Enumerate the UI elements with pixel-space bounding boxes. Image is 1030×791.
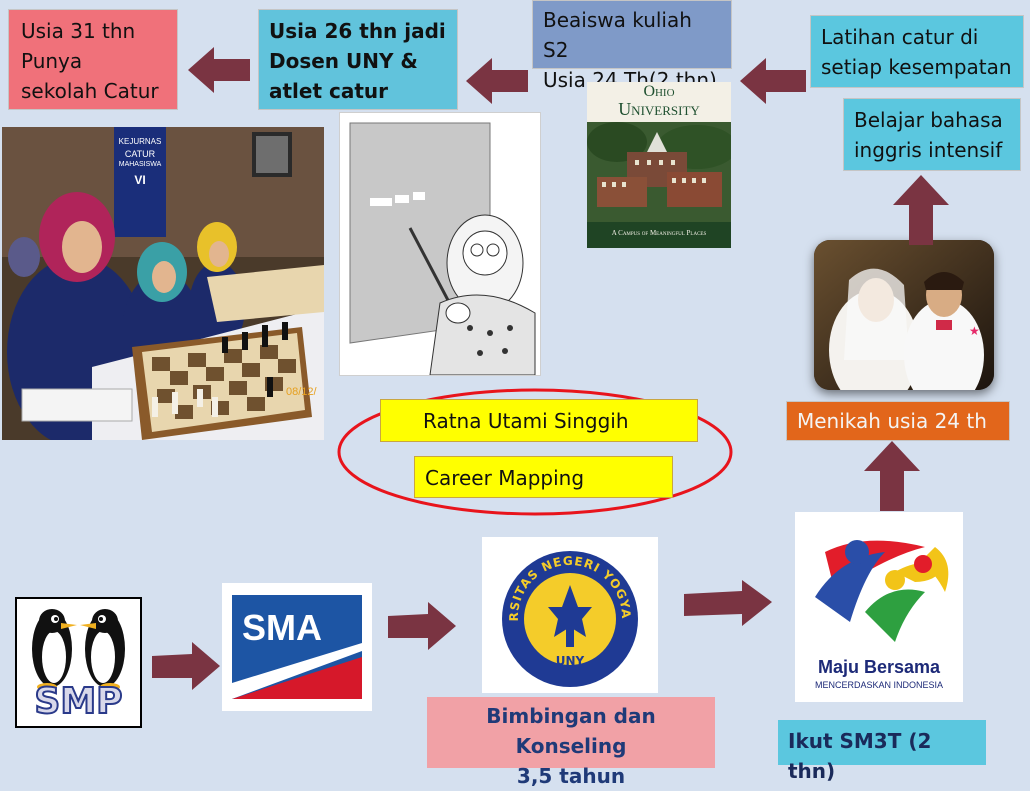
arrow-right-icon [152, 642, 220, 690]
box-married: Menikah usia 24 th [786, 401, 1010, 441]
box-age-31: Usia 31 thn Punya sekolah Catur [8, 9, 178, 110]
banner-line-2: CATUR [124, 149, 156, 159]
uny-emblem-text: UNY [556, 654, 585, 668]
box-chess-practice-line1: Latihan catur di [821, 25, 979, 49]
maju-title: Maju Bersama [817, 657, 941, 677]
box-age-26-line3: atlet catur [269, 79, 389, 103]
box-career: Career Mapping [414, 456, 673, 498]
teacher-cartoon [339, 112, 541, 376]
box-chess-practice: Latihan catur di setiap kesempatan [810, 15, 1024, 88]
uny-logo: UNIVERSITAS NEGERI YOGYAKARTA UNY [482, 537, 658, 693]
box-counseling: Bimbingan dan Konseling 3,5 tahun [427, 697, 715, 788]
box-chess-practice-line2: setiap kesempatan [821, 55, 1012, 79]
box-english-line2: inggris intensif [854, 138, 1003, 162]
arrow-left-icon [466, 58, 528, 104]
arrow-up-icon [864, 441, 920, 511]
box-age-26: Usia 26 thn jadi Dosen UNY & atlet catur [258, 9, 458, 110]
svg-text:★: ★ [969, 324, 980, 338]
banner-line-3: MAHASISWA [118, 161, 162, 168]
chess-tournament-photo: 08/12/ KEJURNAS CATUR MAHASISWA VI [2, 127, 324, 440]
box-married-text: Menikah usia 24 th [797, 409, 987, 433]
ohio-tagline: A Campus of Meaningful Places [611, 229, 707, 237]
box-sm3t-text: Ikut SM3T (2 thn) [788, 729, 932, 783]
wedding-photo: ★ [814, 240, 994, 390]
arrow-up-icon [893, 175, 949, 245]
ohio-university-cover: Ohio University A Campus of Meaningful P… [587, 82, 731, 248]
box-age-31-line3: sekolah Catur [21, 79, 159, 103]
box-name: Ratna Utami Singgih [380, 399, 698, 442]
smp-logo-text: SMP [33, 680, 123, 723]
box-scholarship-line1: Beaiswa kuliah S2 [543, 8, 692, 62]
smp-penguin-logo: SMP [15, 597, 142, 728]
box-counseling-line1: Bimbingan dan Konseling [486, 704, 656, 758]
box-english: Belajar bahasa inggris intensif [843, 98, 1021, 171]
arrow-left-icon [740, 58, 806, 104]
ohio-title-line2: University [618, 99, 700, 119]
banner-line-1: KEJURNAS [118, 137, 162, 146]
box-age-31-line2: Punya [21, 49, 83, 73]
box-age-26-line1: Usia 26 thn jadi [269, 19, 446, 43]
box-name-text: Ratna Utami Singgih [423, 409, 629, 433]
box-age-26-line2: Dosen UNY & [269, 49, 418, 73]
arrow-right-icon [388, 602, 456, 650]
box-age-31-line1: Usia 31 thn [21, 19, 136, 43]
center-ellipse [337, 388, 733, 516]
sma-logo: SMA [222, 583, 372, 711]
arrow-right-icon [684, 580, 772, 626]
photo-date-stamp: 08/12/ [286, 386, 318, 398]
ohio-title-line1: Ohio [643, 83, 675, 100]
box-counseling-line2: 3,5 tahun [516, 764, 626, 788]
maju-bersama-logo: Maju Bersama MENCERDASKAN INDONESIA [795, 512, 963, 702]
box-scholarship: Beaiswa kuliah S2 Usia 24 Th(2 thn) [532, 0, 732, 92]
maju-subtitle: MENCERDASKAN INDONESIA [814, 680, 944, 690]
box-english-line1: Belajar bahasa [854, 108, 1003, 132]
banner-line-4: VI [134, 173, 146, 187]
box-career-text: Career Mapping [425, 466, 585, 490]
sma-logo-text: SMA [242, 607, 322, 648]
arrow-left-icon [188, 47, 250, 93]
box-sm3t: Ikut SM3T (2 thn) [778, 720, 986, 783]
